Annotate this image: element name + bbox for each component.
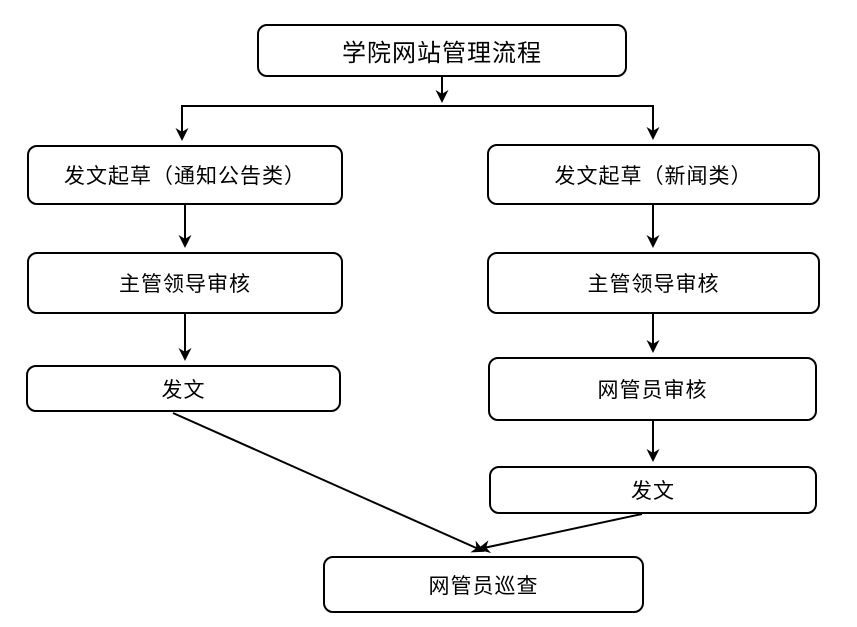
node-leader-review-left-label: 主管领导审核 — [119, 273, 251, 296]
node-draft-notice: 发文起草（通知公告类） — [27, 145, 343, 205]
node-publish-right-label: 发文 — [631, 480, 675, 503]
node-draft-notice-label: 发文起草（通知公告类） — [64, 165, 306, 188]
node-leader-review-right-label: 主管领导审核 — [587, 273, 720, 296]
node-leader-review-left: 主管领导审核 — [27, 252, 343, 314]
node-publish-right: 发文 — [489, 466, 817, 514]
node-webadmin-patrol-label: 网管员巡查 — [428, 574, 539, 598]
edge-publish-left-to-patrol — [172, 412, 485, 553]
node-webadmin-patrol: 网管员巡查 — [323, 556, 644, 613]
node-webadmin-review-label: 网管员审核 — [597, 379, 708, 402]
node-draft-news: 发文起草（新闻类） — [487, 144, 820, 205]
node-publish-left: 发文 — [26, 365, 341, 412]
node-webadmin-review: 网管员审核 — [488, 357, 817, 421]
node-leader-review-right: 主管领导审核 — [487, 252, 820, 314]
node-draft-news-label: 发文起草（新闻类） — [554, 164, 753, 188]
node-title-label: 学院网站管理流程 — [342, 40, 542, 67]
node-publish-left-label: 发文 — [161, 378, 206, 402]
node-title: 学院网站管理流程 — [257, 24, 627, 77]
edge-publish-right-to-patrol — [477, 513, 643, 554]
